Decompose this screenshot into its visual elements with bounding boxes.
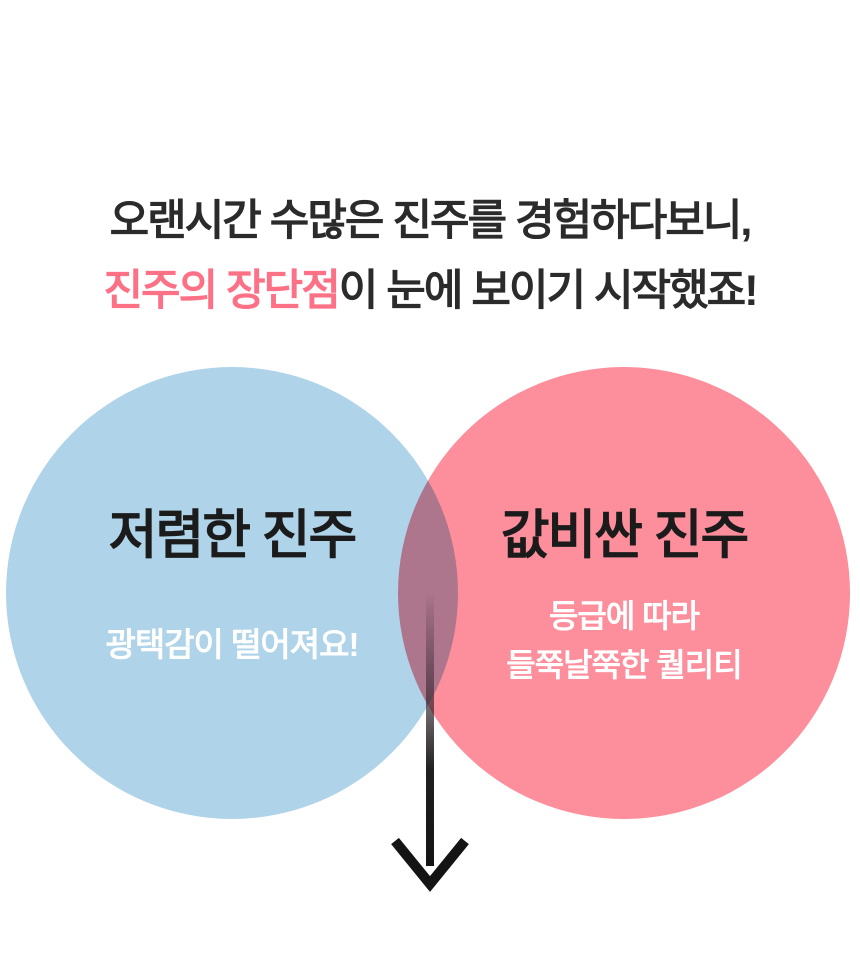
venn-left-circle	[6, 367, 458, 819]
left-circle-subtitle: 광택감이 떨어져요!	[105, 626, 359, 663]
right-circle-title: 값비싼 진주	[500, 506, 750, 565]
right-circle-subtitle-line-2: 들쭉날쭉한 퀄리티	[506, 647, 742, 683]
heading-line-1: 오랜시간 수많은 진주를 경험하다보니,	[109, 197, 753, 245]
heading-line-2-rest: 이 눈에 보이기 시작했죠!	[338, 267, 759, 315]
heading-highlight: 진주의 장단점	[103, 267, 340, 315]
heading-line-2: 진주의 장단점이 눈에 보이기 시작했죠!	[0, 256, 860, 326]
arrow-head	[391, 837, 469, 892]
left-circle-title: 저렴한 진주	[108, 506, 358, 565]
right-circle-subtitle: 등급에 따라 들쭉날쭉한 퀄리티	[398, 592, 850, 690]
right-circle-subtitle-line-1: 등급에 따라	[548, 598, 700, 634]
heading: 오랜시간 수많은 진주를 경험하다보니, 진주의 장단점이 눈에 보이기 시작했…	[0, 186, 860, 326]
venn-right-circle	[398, 367, 850, 819]
